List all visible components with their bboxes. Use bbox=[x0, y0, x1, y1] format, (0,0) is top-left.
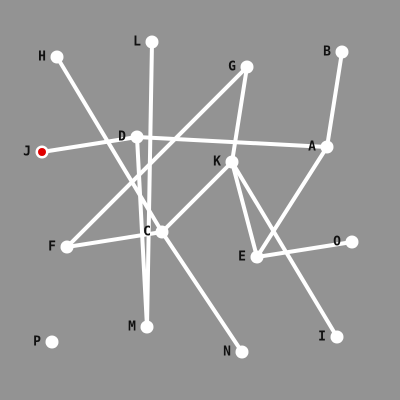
edge-c-n bbox=[160, 230, 244, 354]
node-label-g: G bbox=[228, 60, 236, 75]
edge-k-c bbox=[160, 160, 234, 234]
node-h[interactable]: H bbox=[38, 50, 64, 65]
node-label-h: H bbox=[38, 50, 46, 65]
node-label-c: C bbox=[143, 225, 151, 240]
edge-e-o bbox=[255, 240, 354, 259]
edge-d-m bbox=[135, 135, 149, 329]
node-layer: H L G B D A J K C F E O M I P N bbox=[23, 35, 359, 360]
node-circle-e[interactable] bbox=[250, 250, 264, 264]
edge-k-i bbox=[230, 160, 339, 339]
node-a[interactable]: A bbox=[308, 140, 334, 155]
node-label-m: M bbox=[128, 320, 136, 335]
node-circle-h[interactable] bbox=[50, 50, 64, 64]
node-m[interactable]: M bbox=[128, 320, 154, 335]
selected-node-marker bbox=[38, 148, 46, 156]
node-circle-d[interactable] bbox=[130, 130, 144, 144]
node-b[interactable]: B bbox=[323, 45, 349, 60]
node-c[interactable]: C bbox=[143, 225, 169, 240]
node-circle-o[interactable] bbox=[345, 235, 359, 249]
node-i[interactable]: I bbox=[318, 330, 344, 345]
edge-layer bbox=[40, 40, 354, 354]
node-circle-m[interactable] bbox=[140, 320, 154, 334]
node-g[interactable]: G bbox=[228, 60, 254, 75]
edge-a-e bbox=[255, 145, 329, 259]
node-label-k: K bbox=[213, 155, 221, 170]
node-circle-k[interactable] bbox=[225, 155, 239, 169]
node-label-n: N bbox=[223, 345, 231, 360]
edge-b-a bbox=[325, 50, 344, 149]
node-circle-l[interactable] bbox=[145, 35, 159, 49]
node-circle-n[interactable] bbox=[235, 345, 249, 359]
node-l[interactable]: L bbox=[133, 35, 159, 50]
node-circle-f[interactable] bbox=[60, 240, 74, 254]
node-label-e: E bbox=[238, 250, 246, 265]
edge-l-m bbox=[145, 40, 154, 329]
edge-j-d bbox=[40, 135, 139, 154]
node-label-j: J bbox=[23, 145, 31, 160]
edge-h-c bbox=[55, 55, 164, 234]
node-d[interactable]: D bbox=[118, 130, 144, 145]
edge-k-e bbox=[230, 160, 259, 259]
edge-f-c bbox=[65, 230, 164, 249]
node-o[interactable]: O bbox=[333, 235, 359, 250]
node-label-p: P bbox=[33, 335, 41, 350]
edge-g-k bbox=[230, 65, 249, 164]
node-e[interactable]: E bbox=[238, 250, 264, 265]
node-label-a: A bbox=[308, 140, 316, 155]
node-j[interactable]: J bbox=[23, 145, 49, 160]
node-label-i: I bbox=[318, 330, 326, 345]
node-n[interactable]: N bbox=[223, 345, 249, 360]
node-circle-c[interactable] bbox=[155, 225, 169, 239]
node-label-o: O bbox=[333, 235, 341, 250]
edge-d-a bbox=[135, 135, 329, 149]
node-f[interactable]: F bbox=[48, 240, 74, 255]
node-label-f: F bbox=[48, 240, 56, 255]
node-p[interactable]: P bbox=[33, 335, 59, 350]
node-circle-p[interactable] bbox=[45, 335, 59, 349]
node-label-l: L bbox=[133, 35, 141, 50]
node-label-d: D bbox=[118, 130, 126, 145]
node-circle-i[interactable] bbox=[330, 330, 344, 344]
node-circle-b[interactable] bbox=[335, 45, 349, 59]
edge-g-f bbox=[65, 65, 249, 249]
node-circle-g[interactable] bbox=[240, 60, 254, 74]
node-label-b: B bbox=[323, 45, 331, 60]
node-k[interactable]: K bbox=[213, 155, 239, 170]
node-circle-a[interactable] bbox=[320, 140, 334, 154]
